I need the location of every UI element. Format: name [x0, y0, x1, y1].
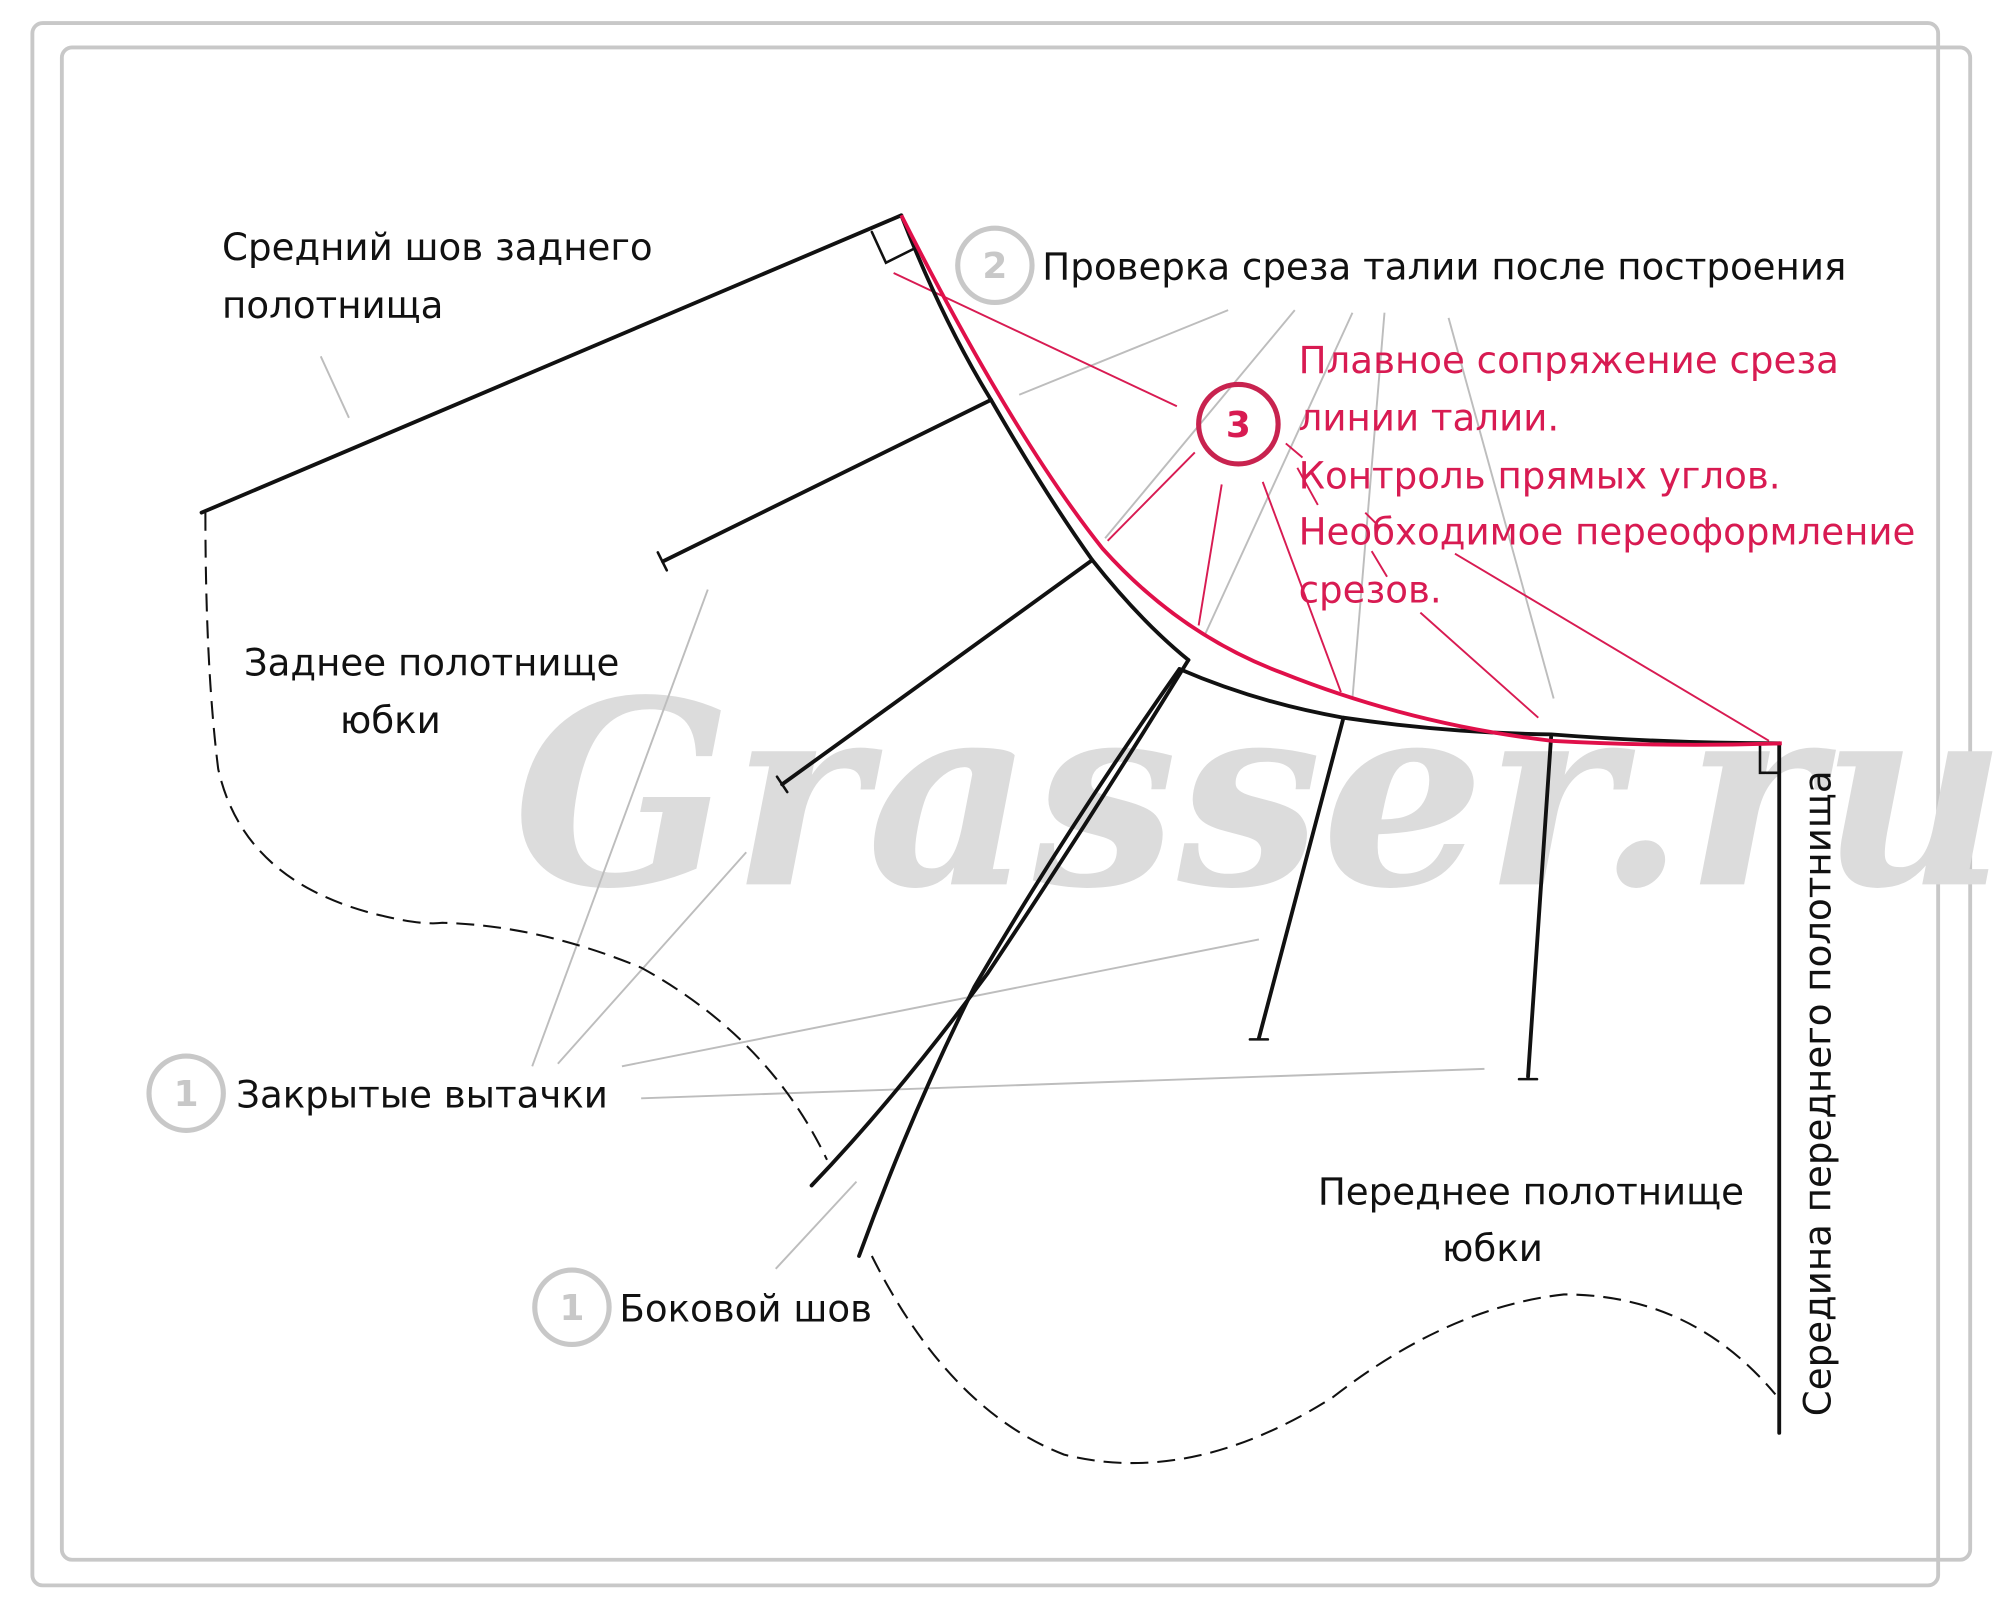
frame-outer — [30, 21, 1941, 1588]
step-1-badge — [146, 1053, 226, 1133]
label-side-seam: Боковой шов — [619, 1287, 872, 1330]
step-1-number: 1 — [174, 1074, 199, 1115]
step-2-number: 2 — [982, 246, 1007, 287]
back-dart-2 — [780, 558, 1095, 787]
step-1-side-number: 1 — [559, 1288, 584, 1329]
label-waist-check: Проверка среза талии после построения — [1042, 245, 1846, 288]
note-3-line-4: Необходимое переоформление — [1299, 511, 1916, 554]
front-dart-2 — [1526, 735, 1554, 1079]
watermark: Grasser.ru — [513, 644, 2000, 945]
back-side-seam — [809, 658, 1191, 1188]
hem-lines — [204, 512, 1777, 1465]
front-side-seam — [857, 667, 1182, 1258]
label-front-center: Середина переднего полотнища — [1796, 770, 1839, 1416]
corrected-waist-line — [899, 214, 1782, 747]
note-3-line-5: срезов. — [1299, 568, 1442, 611]
back-waist — [899, 213, 1191, 662]
front-dart-1 — [1256, 715, 1346, 1041]
front-waist — [1177, 667, 1782, 746]
label-back-center-seam: Средний шов заднего — [222, 226, 653, 269]
back-dart-1 — [661, 397, 993, 564]
step-1-side-badge — [532, 1267, 612, 1347]
label-front-panel: Переднее полотнище — [1318, 1171, 1744, 1214]
label-back-center-seam-2: полотнища — [222, 284, 443, 327]
frame-inner — [59, 45, 1973, 1562]
step-2-badge — [955, 225, 1035, 306]
right-angle-back — [870, 230, 916, 265]
label-back-panel: Заднее полотнище — [244, 641, 620, 684]
label-closed-darts: Закрытые вытачки — [236, 1073, 608, 1116]
right-angle-front — [1758, 742, 1781, 775]
step-3-badge — [1196, 381, 1281, 467]
label-front-panel-2: юбки — [1442, 1227, 1543, 1270]
label-back-panel-2: юбки — [340, 699, 441, 742]
note-3-line-3: Контроль прямых углов. — [1299, 454, 1781, 497]
note-3-line-2: линии талии. — [1299, 397, 1560, 440]
back-center-seam — [199, 213, 904, 515]
note-3-line-1: Плавное сопряжение среза — [1299, 339, 1839, 382]
pattern-lines — [199, 213, 1782, 1435]
step-3-number: 3 — [1226, 405, 1251, 446]
